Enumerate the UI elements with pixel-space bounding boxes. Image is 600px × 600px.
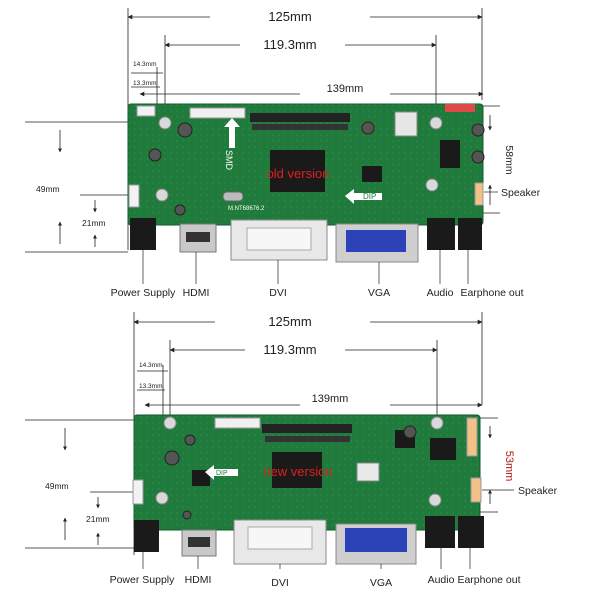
- bottom-label-power-supply: Power Supply: [110, 574, 176, 586]
- top-label-speaker: Speaker: [501, 187, 541, 199]
- top-model: M.NT68676.2: [228, 206, 265, 212]
- top-label-dvi: DVI: [269, 287, 287, 299]
- bottom-earphone-jack: [458, 516, 484, 548]
- top-height-58: 58mm: [503, 145, 515, 174]
- bottom-width-139: 139mm: [312, 393, 349, 405]
- top-width-125: 125mm: [268, 9, 311, 24]
- top-power-jack: [130, 218, 156, 250]
- bottom-hole-offset-14: 14.3mm: [139, 362, 162, 369]
- bottom-width-125: 125mm: [268, 314, 311, 329]
- top-width-119: 119.3mm: [263, 37, 316, 52]
- top-label-hdmi: HDMI: [183, 287, 210, 299]
- bottom-label-hdmi: HDMI: [185, 574, 212, 586]
- top-label-earphone-out: Earphone out: [460, 287, 523, 299]
- top-width-139: 139mm: [327, 83, 364, 95]
- top-dimensions: [25, 8, 500, 253]
- bottom-audio-jack: [425, 516, 455, 548]
- bottom-height-49: 49mm: [45, 481, 69, 491]
- top-label-vga: VGA: [368, 287, 390, 299]
- bottom-power-jack: [134, 520, 159, 552]
- bottom-label-earphone-out: Earphone out: [457, 574, 520, 586]
- bottom-hole-offset-13: 13.3mm: [139, 383, 162, 390]
- bottom-height-21: 21mm: [86, 514, 110, 524]
- bottom-label-vga: VGA: [370, 577, 392, 589]
- bottom-label-dvi: DVI: [271, 577, 289, 589]
- top-label-power-supply: Power Supply: [111, 287, 177, 299]
- bottom-silk-dip: DIP: [216, 470, 228, 477]
- top-silk-dip: DIP: [363, 192, 376, 201]
- top-height-21: 21mm: [82, 218, 106, 228]
- top-pcb: SMD DIP M.NT68676.2 old version: [127, 103, 485, 263]
- bottom-width-119: 119.3mm: [263, 342, 316, 357]
- top-height-49: 49mm: [36, 184, 60, 194]
- top-label-audio: Audio: [427, 287, 454, 299]
- board-bottom: 125mm 119.3mm 14.3mm 13.3mm 139mm 49mm 2…: [25, 312, 558, 589]
- bottom-pcb: DIP new version: [132, 414, 484, 565]
- top-earphone-jack: [458, 218, 482, 250]
- board-top: 125mm 119.3mm 14.3mm 13.3mm 139mm 49mm 2…: [25, 8, 541, 299]
- top-hole-offset-14: 14.3mm: [133, 61, 156, 68]
- top-silk-smd: SMD: [224, 150, 234, 171]
- top-hole-offset-13: 13.3mm: [133, 80, 156, 87]
- bottom-label-speaker: Speaker: [518, 485, 558, 497]
- bottom-height-53: 53mm: [503, 451, 515, 482]
- bottom-version-label: new version: [263, 464, 332, 479]
- top-audio-jack: [427, 218, 455, 250]
- top-version-label: old version: [267, 166, 330, 181]
- bottom-label-audio: Audio: [428, 574, 455, 586]
